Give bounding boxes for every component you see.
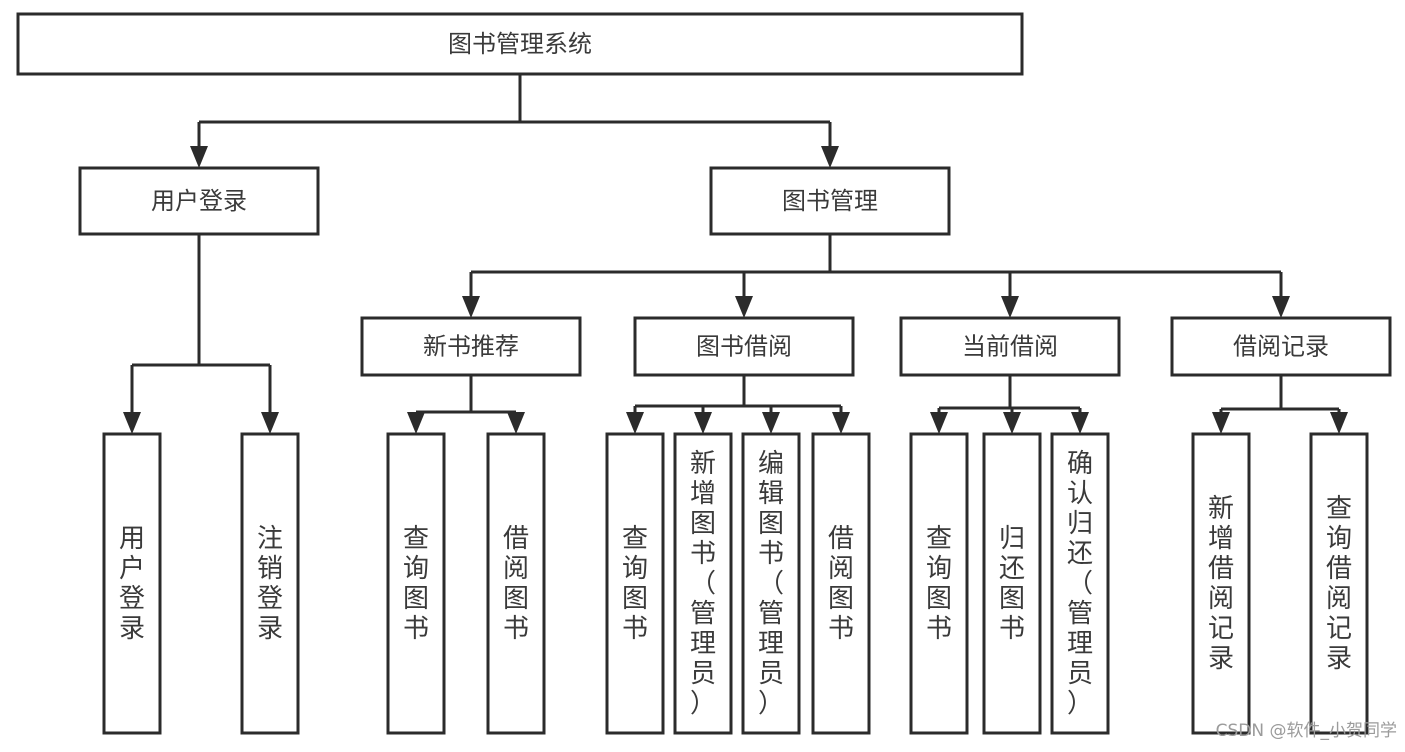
connector-arrowhead: [694, 412, 712, 434]
connector-arrowhead: [462, 296, 480, 318]
connector-arrowhead: [1212, 412, 1230, 434]
node-leaf-confirm-return-box[interactable]: [1050, 432, 1110, 735]
node-leaf-borrow-book-1-box[interactable]: [486, 432, 546, 735]
connector-arrowhead: [190, 146, 208, 168]
watermark-text: CSDN @软件_小贺同学: [1215, 721, 1397, 741]
node-leaf-confirm-return-label: 确认归还（管理员）: [1067, 449, 1093, 719]
connector-arrowhead: [821, 146, 839, 168]
node-leaf-user-login-label: 用户登录: [119, 524, 145, 644]
node-leaf-query-book-1-box[interactable]: [386, 432, 446, 735]
node-root-label: 图书管理系统: [448, 30, 592, 58]
node-leaf-add-book-box[interactable]: [673, 432, 733, 735]
connector-layer: [123, 74, 1348, 434]
node-leaf-return-book-label: 归还图书: [999, 524, 1025, 644]
node-book-borrow-label: 图书借阅: [696, 333, 792, 361]
node-leaf-edit-book-box[interactable]: [741, 432, 801, 735]
node-book-manage-label: 图书管理: [782, 187, 878, 215]
connector-arrowhead: [762, 412, 780, 434]
node-leaf-borrow-book-2-box[interactable]: [811, 432, 871, 735]
node-leaf-query-book-3-label: 查询图书: [926, 524, 952, 644]
connector-arrowhead: [1003, 412, 1021, 434]
connector-arrowhead: [832, 412, 850, 434]
node-current-borrow-box[interactable]: [899, 316, 1121, 377]
node-leaf-add-book-label: 新增图书（管理员）: [690, 449, 716, 719]
connector-arrowhead: [407, 412, 425, 434]
node-leaf-user-logout-box[interactable]: [240, 432, 300, 735]
node-user-login-box[interactable]: [78, 166, 320, 236]
node-leaf-user-login-box[interactable]: [102, 432, 162, 735]
node-leaf-query-record-label: 查询借阅记录: [1326, 494, 1352, 674]
node-leaf-borrow-book-2-label: 借阅图书: [828, 524, 854, 644]
node-leaf-return-book-box[interactable]: [982, 432, 1042, 735]
node-leaf-user-logout-label: 注销登录: [257, 524, 283, 644]
node-user-login-label: 用户登录: [151, 187, 247, 215]
node-leaf-edit-book-label: 编辑图书（管理员）: [758, 449, 784, 719]
node-leaf-query-book-2-box[interactable]: [605, 432, 665, 735]
node-book-borrow-box[interactable]: [633, 316, 855, 377]
node-book-manage-box[interactable]: [709, 166, 951, 236]
node-leaf-query-book-1-label: 查询图书: [403, 524, 429, 644]
connector-arrowhead: [735, 296, 753, 318]
connector-arrowhead: [930, 412, 948, 434]
node-leaf-query-book-2-label: 查询图书: [622, 524, 648, 644]
node-leaf-add-record-label: 新增借阅记录: [1208, 494, 1234, 674]
connector-arrowhead: [507, 412, 525, 434]
node-root-box[interactable]: [16, 12, 1024, 76]
connector-arrowhead: [123, 412, 141, 434]
node-new-book-recommend-label: 新书推荐: [423, 333, 519, 361]
node-current-borrow-label: 当前借阅: [962, 333, 1058, 361]
connector-arrowhead: [261, 412, 279, 434]
node-leaf-query-record-box[interactable]: [1309, 432, 1369, 735]
node-borrow-record-label: 借阅记录: [1233, 333, 1329, 361]
connector-arrowhead: [1330, 412, 1348, 434]
connector-arrowhead: [1001, 296, 1019, 318]
node-leaf-borrow-book-1-label: 借阅图书: [503, 524, 529, 644]
node-leaf-query-book-3-box[interactable]: [909, 432, 969, 735]
node-borrow-record-box[interactable]: [1170, 316, 1392, 377]
connector-arrowhead: [1272, 296, 1290, 318]
node-new-book-recommend-box[interactable]: [360, 316, 582, 377]
node-layer: 图书管理系统用户登录图书管理新书推荐图书借阅当前借阅借阅记录用户登录注销登录查询…: [16, 12, 1392, 735]
connector-arrowhead: [626, 412, 644, 434]
node-leaf-add-record-box[interactable]: [1191, 432, 1251, 735]
connector-arrowhead: [1071, 412, 1089, 434]
